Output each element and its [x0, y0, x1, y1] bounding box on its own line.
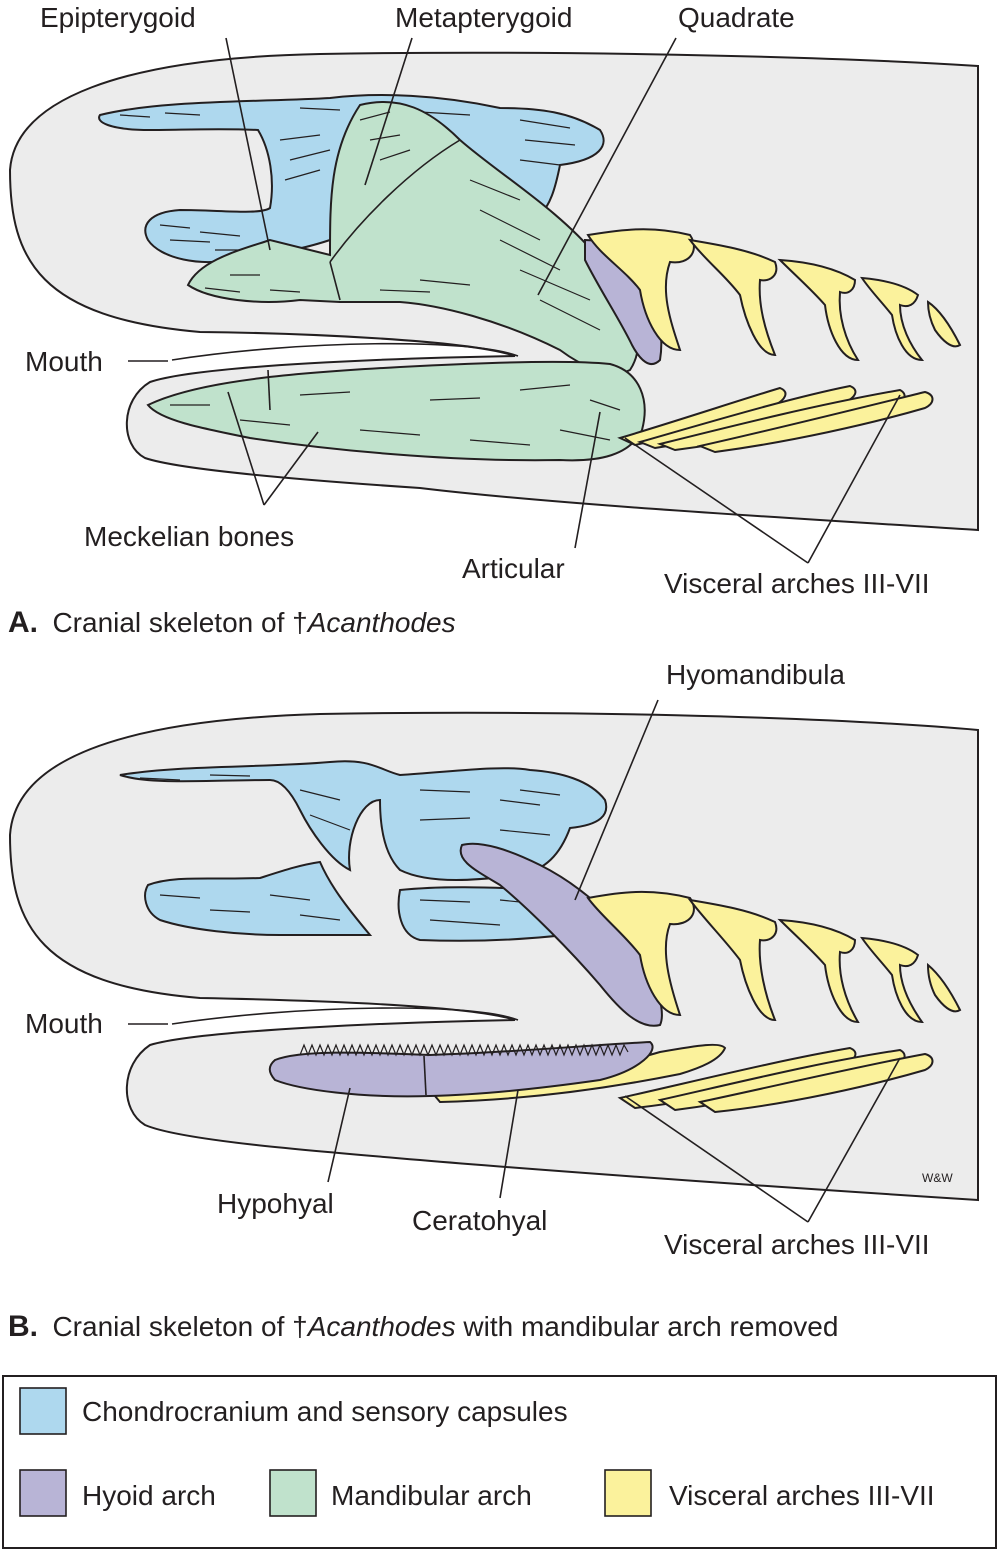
caption-b-suffix: with mandibular arch removed — [456, 1311, 839, 1342]
label-visceral-arches-a: Visceral arches III-VII — [664, 568, 930, 599]
label-mouth-b: Mouth — [25, 1008, 103, 1039]
legend-label-visceral: Visceral arches III-VII — [669, 1480, 935, 1511]
panel-b: Hyomandibula Mouth Hypohyal Ceratohyal V… — [8, 659, 979, 1343]
label-mouth-a: Mouth — [25, 346, 103, 377]
label-epipterygoid: Epipterygoid — [40, 2, 196, 33]
label-visceral-arches-b: Visceral arches III-VII — [664, 1229, 930, 1260]
legend-swatch-hyoid — [19, 1469, 67, 1517]
legend: Chondrocranium and sensory capsules Hyoi… — [2, 1375, 997, 1549]
hyoid-bar-b — [268, 1040, 654, 1098]
label-ceratohyal: Ceratohyal — [412, 1205, 547, 1236]
label-metapterygoid: Metapterygoid — [395, 2, 572, 33]
caption-a-letter: A. — [8, 606, 38, 639]
legend-label-mandibular: Mandibular arch — [331, 1480, 532, 1511]
legend-label-chondrocranium: Chondrocranium and sensory capsules — [82, 1396, 568, 1427]
caption-a: A. Cranial skeleton of †Acanthodes — [8, 606, 456, 639]
metapterygoid-suture-a — [329, 139, 461, 263]
hyoid-teeth-b — [299, 1043, 629, 1057]
lower-jaw-hatching-a — [170, 384, 621, 446]
visceral-arches-lower-a — [617, 384, 934, 454]
caption-b-genus: Acanthodes — [306, 1311, 456, 1342]
meckelian-suture-a — [267, 369, 271, 411]
label-hypohyal: Hypohyal — [217, 1188, 334, 1219]
palatoquadrate-hatching-a — [204, 111, 601, 331]
caption-a-text: Cranial skeleton of † — [52, 607, 307, 638]
caption-b-text: Cranial skeleton of † — [52, 1311, 307, 1342]
caption-b-letter: B. — [8, 1310, 38, 1343]
legend-frame — [2, 1375, 997, 1549]
legend-label-hyoid: Hyoid arch — [82, 1480, 216, 1511]
mouth-gap-a — [171, 342, 519, 361]
chondrocranium-hatching-b — [139, 774, 561, 926]
caption-a-genus: Acanthodes — [306, 607, 456, 638]
labels-b: Hyomandibula Mouth Hypohyal Ceratohyal V… — [25, 659, 953, 1260]
hypohyal-suture-b — [423, 1055, 427, 1096]
visceral-arches-upper-b — [586, 890, 962, 1024]
hyomandibula-b — [459, 842, 663, 1027]
mouth-gap-b — [171, 1007, 519, 1025]
legend-swatch-visceral — [604, 1469, 652, 1517]
legend-swatch-mandibular — [269, 1469, 317, 1517]
chondrocranium-hatching-a — [119, 107, 576, 251]
visceral-arches-upper-a — [586, 228, 962, 362]
label-quadrate: Quadrate — [678, 2, 795, 33]
label-meckelian-bones: Meckelian bones — [84, 521, 294, 552]
caption-b: B. Cranial skeleton of †Acanthodes with … — [8, 1310, 838, 1343]
label-articular: Articular — [462, 553, 565, 584]
legend-swatch-chondrocranium — [19, 1387, 67, 1435]
panel-a: Epipterygoid Metapterygoid Quadrate Mout… — [8, 2, 979, 639]
labels-a: Epipterygoid Metapterygoid Quadrate Mout… — [25, 2, 930, 599]
lower-jaw-a — [146, 360, 646, 462]
epipterygoid-suture-a — [329, 261, 341, 301]
credit-ww: W&W — [922, 1171, 953, 1185]
label-hyomandibula: Hyomandibula — [666, 659, 845, 690]
